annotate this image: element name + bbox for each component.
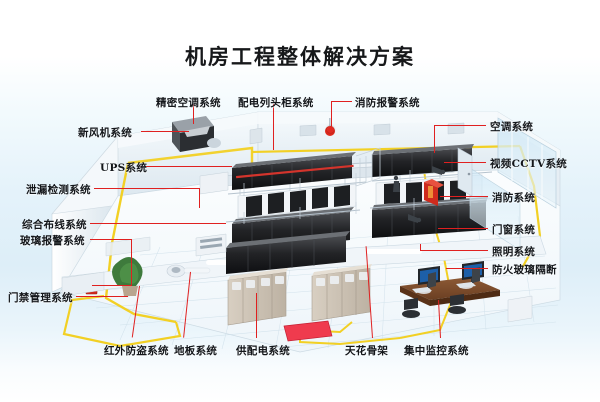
leader-lighting-v [420, 244, 422, 251]
leader-leak-detection-v [199, 188, 201, 208]
callout-label-structured-cabling: 综合布线系统 [22, 219, 87, 231]
callout-label-doors-windows: 门窗系统 [492, 224, 536, 236]
smoke-detector [166, 264, 211, 278]
precision-ac-unit [172, 116, 214, 152]
callout-label-ceiling-frame: 天花骨架 [345, 345, 389, 357]
fire-alarm-dot [327, 126, 334, 133]
callout-label-power-distribution: 供配电系统 [236, 345, 290, 357]
leader-doors-windows [438, 228, 488, 230]
central-monitoring-desk [400, 261, 500, 318]
callout-label-precision-ac: 精密空调系统 [156, 97, 221, 109]
leader-precision-ac [193, 104, 195, 124]
leader-air-conditioning [434, 125, 486, 127]
callout-label-fireproof-glass-partition: 防火玻璃隔断 [492, 264, 557, 276]
leader-leak-detection [94, 188, 200, 190]
leader-pdu-head-cabinet [273, 104, 275, 150]
callout-label-fire-fighting: 消防系统 [492, 192, 536, 204]
glass-facade [469, 117, 557, 251]
power-distribution-cabinets [227, 264, 372, 326]
callout-label-infrared-burglar: 红外防盗系统 [104, 345, 169, 357]
callout-label-raised-floor: 地板系统 [174, 345, 218, 357]
leader-ups [140, 166, 232, 168]
callout-label-pdu-head-cabinet: 配电列头柜系统 [238, 97, 314, 109]
leader-glass-alarm [90, 239, 132, 241]
door [457, 147, 473, 197]
potted-plant [112, 257, 143, 296]
floor-marking [283, 320, 333, 342]
leader-lighting [420, 250, 488, 252]
leader-fireproof-glass [446, 268, 488, 270]
leader-fire-alarm-h [332, 101, 352, 103]
page-title: 机房工程整体解决方案 [185, 44, 415, 69]
leader-air-conditioning-v [434, 125, 436, 153]
callout-label-fire-alarm: 消防报警系统 [355, 97, 420, 109]
leader-access-control [76, 296, 128, 298]
leader-fire-fighting [440, 196, 488, 198]
callout-label-leak-detection: 泄漏检测系统 [26, 184, 91, 196]
callout-label-glass-alarm: 玻璃报警系统 [20, 235, 85, 247]
fire-fighting-equipment [424, 179, 444, 206]
leader-structured-cabling [90, 223, 226, 225]
leader-fire-alarm-v [331, 101, 333, 127]
callout-label-air-conditioning: 空调系统 [490, 121, 534, 133]
callout-label-access-control: 门禁管理系统 [8, 292, 73, 304]
leader-video-cctv [444, 162, 486, 164]
leader-fresh-air-fan [141, 131, 189, 133]
callout-label-central-monitoring: 集中监控系统 [404, 345, 469, 357]
callout-label-fresh-air-fan: 新风机系统 [78, 127, 132, 139]
callout-label-lighting: 照明系统 [492, 246, 536, 258]
cctv-camera [408, 166, 446, 223]
leader-glass-alarm-h2 [92, 285, 132, 287]
callout-label-video-cctv: 视频CCTV系统 [490, 158, 568, 170]
leader-glass-alarm-v [131, 239, 133, 285]
callout-label-ups: UPS系统 [100, 162, 148, 174]
leader-power-distribution [256, 293, 258, 338]
